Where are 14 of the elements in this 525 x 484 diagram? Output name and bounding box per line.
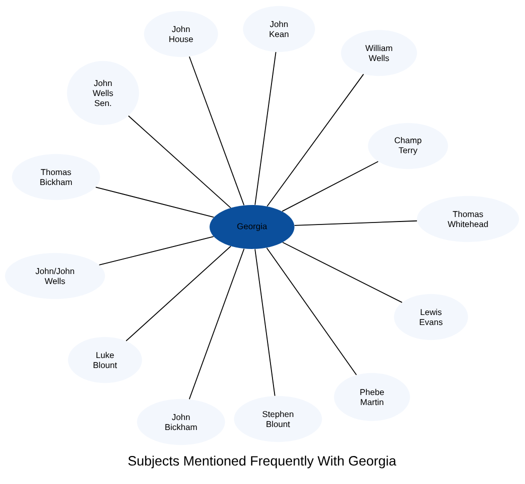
connector-line (282, 161, 379, 212)
connector-line (98, 236, 214, 266)
connector-line (188, 56, 244, 206)
connector-line (294, 220, 418, 226)
connector-line (126, 246, 232, 342)
connector-line (128, 115, 232, 208)
connector-line (282, 242, 402, 303)
connector-line (188, 248, 244, 400)
connector-line (266, 247, 357, 376)
connector-line (266, 74, 364, 207)
diagram-title: Subjects Mentioned Frequently With Georgia (128, 456, 396, 468)
connector-line (254, 248, 276, 396)
connector-line (95, 186, 214, 218)
connector-line (254, 52, 276, 206)
